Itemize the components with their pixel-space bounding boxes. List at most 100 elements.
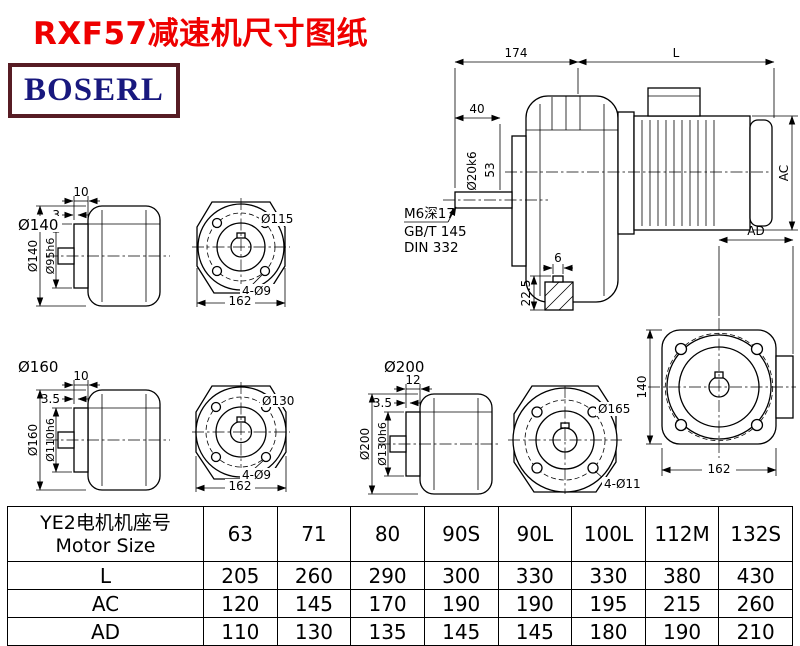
header-col-90S: 90S <box>423 506 499 562</box>
dim-flange140-width: 162 <box>229 294 252 308</box>
boserl-logo: BOSERL <box>8 63 180 118</box>
motor-end-view: AD 140 162 <box>635 224 796 476</box>
mounting-flange <box>511 135 527 267</box>
dim-flange140-bolt-circle: Ø115 <box>261 212 293 226</box>
dim-L: L <box>673 46 680 60</box>
flange140-face-view: Ø115 4-Ø9 162 <box>192 198 303 308</box>
flange200-side-view: 12 3.5 Ø200 Ø130h6 <box>358 373 500 495</box>
flange200-group-label: Ø200 <box>382 358 430 376</box>
flange140-group-label: Ø140 <box>16 216 62 234</box>
note-gbt145: GB/T 145 <box>404 224 467 240</box>
dim-162-end: 162 <box>708 462 731 476</box>
fan-cover <box>749 119 773 227</box>
flange200-label: Ø200 <box>384 358 424 376</box>
dim-flange140-thk: 10 <box>73 185 88 199</box>
cell-AC-80: 170 <box>350 589 425 618</box>
dim-flange200-thk: 12 <box>405 373 420 387</box>
table-row-AD: AD 110 130 135 145 145 180 190 210 <box>7 617 793 646</box>
cell-AC-90S: 190 <box>423 589 499 618</box>
dim-flange200-od: Ø200 <box>358 428 372 460</box>
row-label-AC: AC <box>7 589 204 618</box>
cell-AC-100L: 195 <box>571 589 646 618</box>
cell-AC-71: 145 <box>276 589 352 618</box>
dim-40: 40 <box>469 102 484 116</box>
motor-flange <box>617 111 635 235</box>
dim-flange160-lip: 3.5 <box>41 392 60 406</box>
header-col-80: 80 <box>350 506 425 562</box>
dim-flange140-lip: 3 <box>52 208 60 222</box>
dim-flange160-width: 162 <box>229 479 252 493</box>
terminal-box <box>647 87 701 117</box>
header-col-90L: 90L <box>497 506 573 562</box>
cell-L-132S: 430 <box>718 561 793 590</box>
header-motor-size-cell: YE2电机机座号 Motor Size <box>7 506 204 562</box>
cell-L-90S: 300 <box>423 561 499 590</box>
cell-AD-80: 135 <box>350 617 425 646</box>
dim-flange200-holes: 4-Ø11 <box>604 477 641 491</box>
cell-L-90L: 330 <box>497 561 573 590</box>
dim-flange140-od: Ø140 <box>26 240 40 272</box>
row-label-L: L <box>7 561 204 590</box>
dim-flange200-spigot: Ø130h6 <box>376 422 389 466</box>
dim-hub: 53 <box>483 162 497 177</box>
dim-key-width: 6 <box>554 251 562 265</box>
cell-AC-112M: 215 <box>644 589 720 618</box>
row-label-AD: AD <box>7 617 204 646</box>
cell-AC-132S: 260 <box>718 589 793 618</box>
dim-flange140-spigot: Ø95h6 <box>44 238 57 275</box>
motor-size-table: YE2电机机座号 Motor Size 63 71 80 90S 90L 100… <box>7 506 793 646</box>
header-col-132S: 132S <box>718 506 793 562</box>
dim-140: 140 <box>635 376 649 399</box>
dim-174: 174 <box>505 46 528 60</box>
cell-AD-100L: 180 <box>571 617 646 646</box>
flange200-face-view: Ø165 4-Ø11 <box>508 385 650 494</box>
cell-AC-90L: 190 <box>497 589 573 618</box>
cell-L-112M: 380 <box>644 561 720 590</box>
flange140-side-view: 10 3 Ø140 Ø95h6 <box>26 185 170 307</box>
main-side-view <box>443 87 773 303</box>
dim-flange160-bolt-circle: Ø130 <box>262 394 294 408</box>
dim-flange200-lip: 3.5 <box>373 396 392 410</box>
note-tap-hole: M6深17 <box>404 206 455 222</box>
cell-L-71: 260 <box>276 561 352 590</box>
dim-flange200-bolt-circle: Ø165 <box>598 402 630 416</box>
dim-AD: AD <box>747 224 764 238</box>
flange160-face-view: Ø130 4-Ø9 162 <box>192 382 304 493</box>
header-col-71: 71 <box>276 506 352 562</box>
motor-fins <box>641 120 715 226</box>
technical-drawing: 174 L 40 Ø20k6 53 AC M6深17 GB/T 145 DIN … <box>16 46 798 495</box>
cell-AD-90L: 145 <box>497 617 573 646</box>
table-row-L: L 205 260 290 300 330 330 380 430 <box>7 561 793 590</box>
note-din332: DIN 332 <box>404 240 459 256</box>
flange160-group-label: Ø160 <box>16 358 62 376</box>
logo-text: BOSERL <box>24 72 164 108</box>
header-motor-size-en: Motor Size <box>55 535 156 558</box>
header-col-63: 63 <box>203 506 278 562</box>
table-header-row: YE2电机机座号 Motor Size 63 71 80 90S 90L 100… <box>7 506 793 562</box>
motor-body <box>633 115 751 231</box>
table-row-AC: AC 120 145 170 190 190 195 215 260 <box>7 589 793 618</box>
flange160-side-view: 10 3.5 Ø160 Ø110h6 <box>26 369 170 491</box>
header-col-112M: 112M <box>644 506 720 562</box>
cell-AD-112M: 190 <box>644 617 720 646</box>
cell-AD-90S: 145 <box>423 617 499 646</box>
cell-AD-71: 130 <box>276 617 352 646</box>
dim-flange160-od: Ø160 <box>26 424 40 456</box>
flange160-label: Ø160 <box>18 358 58 376</box>
cell-AD-63: 110 <box>203 617 278 646</box>
cell-AD-132S: 210 <box>718 617 793 646</box>
flange140-label: Ø140 <box>18 216 58 234</box>
cell-AC-63: 120 <box>203 589 278 618</box>
cell-L-63: 205 <box>203 561 278 590</box>
dim-AC: AC <box>777 165 791 181</box>
dim-flange160-thk: 10 <box>73 369 88 383</box>
dim-key-height: 22.5 <box>519 280 533 307</box>
key <box>552 275 564 283</box>
cell-L-80: 290 <box>350 561 425 590</box>
dim-shaft-dia: Ø20k6 <box>465 151 479 190</box>
main-view-dimensions: 174 L 40 Ø20k6 53 AC M6深17 GB/T 145 DIN … <box>404 46 798 256</box>
dim-flange160-spigot: Ø110h6 <box>44 418 57 462</box>
header-motor-size-cn: YE2电机机座号 <box>40 511 171 534</box>
page-title: RXF57减速机尺寸图纸 <box>33 16 369 52</box>
